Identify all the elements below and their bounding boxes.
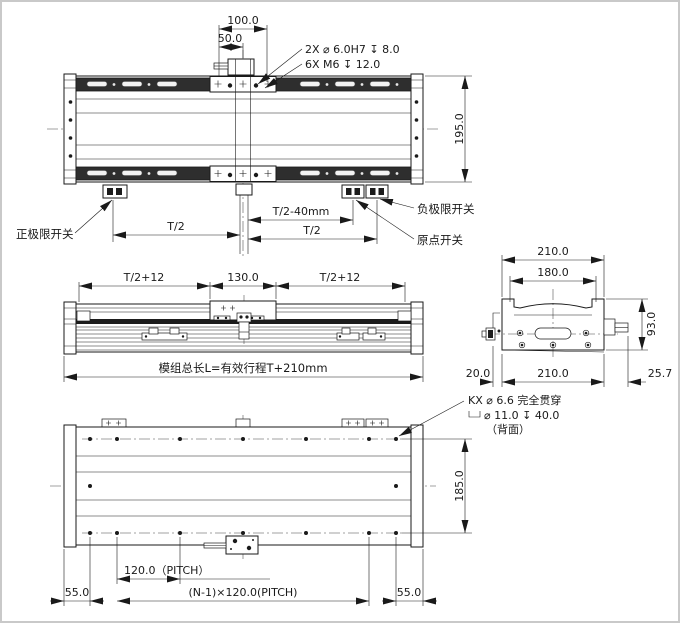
dim-total-length-text: 模组总长L=有效行程T+210mm [158,361,327,375]
front-carriage [209,295,277,347]
dim-180-text: 180.0 [537,266,569,279]
dim-55-left-text: 55.0 [65,586,90,599]
dim-t2-left: T/2 [112,200,240,242]
dim-20: 20.0 [466,346,494,387]
positive-limit-switch [102,184,128,199]
negative-limit-switch [365,184,389,199]
dim-t2-right-text: T/2 [302,224,320,237]
dim-t2-plus12-left-text: T/2+12 [123,271,165,284]
section-obround-slot [534,327,572,340]
kx-hole-callout: KX ⌀ 6.6 完全贯穿 ⌀ 11.0 ↧ 40.0 （背面） [398,393,561,437]
section-profile [481,298,629,353]
bottom-dims: 120.0（PITCH） (N-1)×120.0(PITCH) 55.0 55.… [50,537,437,606]
dim-210-top: 210.0 [501,245,605,297]
dim-210-bottom-text: 210.0 [537,367,569,380]
tapped-hole-note: 6X M6 ↧ 12.0 [305,58,380,71]
switch-labels: 正极限开关 负极限开关 原点开关 [16,198,475,247]
dim-t2-plus12-right-text: T/2+12 [319,271,361,284]
belt-clamps [141,327,386,341]
dim-185-text: 185.0 [453,470,466,502]
sensor-bracket [213,58,255,76]
kx-note-line3: （背面） [486,422,530,436]
dim-55-right-text: 55.0 [397,586,422,599]
front-view: T/2+12 130.0 T/2+12 [63,271,424,382]
dim-210-bottom: 210.0 [501,354,605,387]
dim-25-7-text: 25.7 [648,367,673,380]
positive-limit-switch-label: 正极限开关 [16,227,74,241]
section-holes [516,329,592,349]
bottom-tabs [101,418,389,428]
dim-t2-minus-40: T/2-40mm [248,200,354,225]
dim-93: 93.0 [606,298,658,351]
negative-limit-switch-label: 负极限开关 [417,202,475,216]
dim-50-text: 50.0 [218,32,243,45]
dim-100-text: 100.0 [227,14,259,27]
dim-185: 185.0 [402,438,472,534]
plan-body [63,73,424,185]
dim-25-7: 25.7 [627,336,673,387]
mounting-holes-top-row [88,437,398,441]
dim-t2-right: T/2 [248,200,378,244]
dim-total-length: 模组总长L=有效行程T+210mm [63,356,424,382]
dim-20-text: 20.0 [466,367,491,380]
counterbore-icon [468,411,481,418]
section-right-connector [603,318,629,336]
mounting-holes-bottom-row [88,531,398,535]
dim-front-top: T/2+12 130.0 T/2+12 [78,271,406,302]
hole-callouts: 2X ⌀ 6.0H7 ↧ 8.0 6X M6 ↧ 12.0 [257,43,400,89]
dim-pitch-text: 120.0（PITCH） [124,564,209,577]
sensor-dog [235,183,253,254]
origin-switch [341,184,365,199]
section-view: 210.0 180.0 [466,245,673,387]
dim-93-text: 93.0 [645,312,658,337]
dim-195-text: 195.0 [453,113,466,145]
dim-pitch-total-text: (N-1)×120.0(PITCH) [189,586,298,599]
motor-connector [203,535,259,555]
dowel-hole-note: 2X ⌀ 6.0H7 ↧ 8.0 [305,43,400,56]
dim-130-text: 130.0 [227,271,259,284]
dim-180: 180.0 [509,266,597,302]
dim-195: 195.0 [425,75,472,183]
dim-t2-left-text: T/2 [166,220,184,233]
kx-note-line2: ⌀ 11.0 ↧ 40.0 [484,409,559,422]
dim-50: 50.0 [218,32,244,58]
dim-210-top-text: 210.0 [537,245,569,258]
section-left-connector [481,312,501,341]
bottom-view: 185.0 KX ⌀ 6.6 完全贯穿 ⌀ 11.0 ↧ 40.0 （背面） 1… [50,393,561,606]
dim-100: 100.0 [218,14,268,82]
plan-side-holes [68,100,419,158]
plan-view: 100.0 50.0 2X ⌀ 6.0H7 ↧ 8.0 6X M6 ↧ 12.0… [16,14,475,259]
kx-note-line1: KX ⌀ 6.6 完全贯穿 [468,393,561,407]
dim-t2-minus-40-text: T/2-40mm [272,205,330,218]
origin-switch-label: 原点开关 [417,233,463,247]
bottom-body [63,424,424,548]
